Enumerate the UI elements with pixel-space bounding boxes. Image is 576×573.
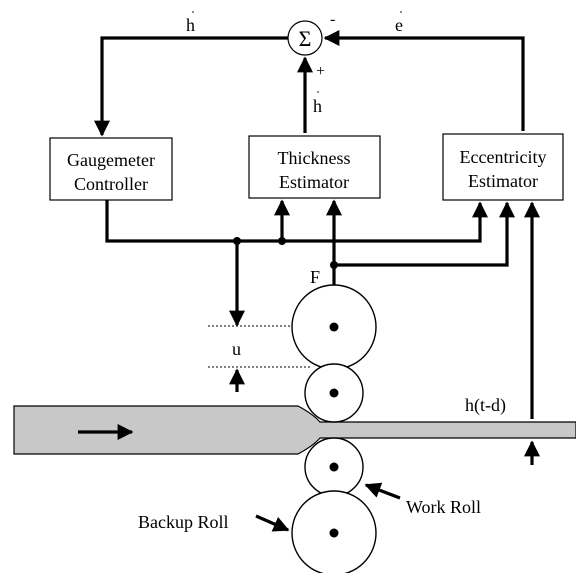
plus-sign: + bbox=[316, 63, 325, 80]
thickness-label-1: Thickness bbox=[278, 148, 351, 168]
h-dot-label: h bbox=[313, 96, 322, 116]
summing-junction: Σ bbox=[287, 20, 323, 56]
backup-roll-pointer bbox=[255, 514, 290, 532]
gaugemeter-controller-block: Gaugemeter Controller bbox=[49, 137, 173, 201]
top-backup-roll bbox=[291, 284, 377, 370]
eccentricity-label-1: Eccentricity bbox=[460, 147, 547, 167]
e-hat-mark bbox=[400, 11, 402, 13]
h-hat-label: h bbox=[186, 15, 195, 35]
thickness-delay-label: h(t-d) bbox=[465, 395, 506, 416]
bottom-backup-roll bbox=[291, 490, 377, 573]
h-dot-mark bbox=[317, 91, 319, 93]
metal-strip bbox=[13, 405, 576, 455]
sum-symbol: Σ bbox=[299, 26, 312, 51]
force-to-eccentricity-wire bbox=[334, 201, 515, 267]
gaugemeter-label-2: Controller bbox=[74, 174, 148, 194]
e-hat-label: e bbox=[395, 15, 403, 35]
thickness-estimator-block: Thickness Estimator bbox=[248, 135, 381, 199]
h-hat-wire bbox=[94, 36, 288, 137]
junction-dot-thickness bbox=[278, 237, 286, 245]
bottom-work-roll bbox=[304, 437, 364, 497]
h-hat-mark bbox=[192, 11, 194, 13]
force-label: F bbox=[310, 267, 320, 287]
e-hat-wire bbox=[323, 30, 525, 131]
work-roll-pointer bbox=[364, 482, 401, 500]
gaugemeter-label-1: Gaugemeter bbox=[67, 150, 155, 170]
gap-label: u bbox=[232, 339, 241, 359]
backup-roll-label: Backup Roll bbox=[138, 512, 229, 532]
eccentricity-label-2: Estimator bbox=[468, 171, 538, 191]
u-bus-wire bbox=[105, 200, 488, 243]
thickness-label-2: Estimator bbox=[279, 172, 349, 192]
top-work-roll bbox=[304, 363, 364, 423]
minus-sign: - bbox=[330, 11, 335, 28]
junction-dot-force bbox=[330, 261, 338, 269]
eccentricity-estimator-block: Eccentricity Estimator bbox=[442, 133, 564, 201]
work-roll-label: Work Roll bbox=[406, 497, 481, 517]
